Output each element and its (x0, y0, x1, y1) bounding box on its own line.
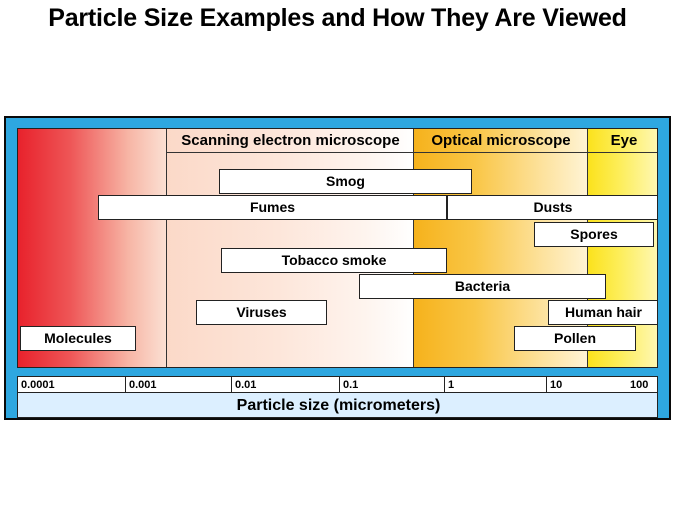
scale-tick: 1 (444, 377, 454, 393)
scale-tick: 0.01 (231, 377, 256, 393)
zone-sem-header: Scanning electron microscope (167, 129, 414, 153)
particle-bacteria: Bacteria (359, 274, 606, 299)
zone-eye-header: Eye (588, 129, 657, 153)
particle-molecules: Molecules (20, 326, 136, 351)
scale-tick: 100 (630, 379, 649, 391)
scale-tick-row: 0.0001 0.001 0.01 0.1 1 10 100 (18, 377, 657, 393)
zone-optical-header: Optical microscope (414, 129, 588, 153)
particle-dusts: Dusts (447, 195, 657, 220)
particle-spores: Spores (534, 222, 654, 247)
particle-fumes: Fumes (98, 195, 447, 220)
scale-axis-label: Particle size (micrometers) (236, 397, 441, 414)
particle-pollen: Pollen (514, 326, 636, 351)
diagram-canvas: Scanning electron microscope Optical mic… (17, 128, 658, 368)
particle-human-hair: Human hair (548, 300, 657, 325)
size-scale: 0.0001 0.001 0.01 0.1 1 10 100 Particle … (17, 376, 658, 418)
particle-tobacco-smoke: Tobacco smoke (221, 248, 447, 273)
page-title: Particle Size Examples and How They Are … (48, 4, 627, 32)
scale-tick: 0.0001 (21, 379, 55, 391)
scale-tick: 10 (546, 377, 562, 393)
particle-viruses: Viruses (196, 300, 327, 325)
scale-tick: 0.1 (339, 377, 358, 393)
particle-smog: Smog (219, 169, 472, 194)
scale-tick: 0.001 (125, 377, 157, 393)
